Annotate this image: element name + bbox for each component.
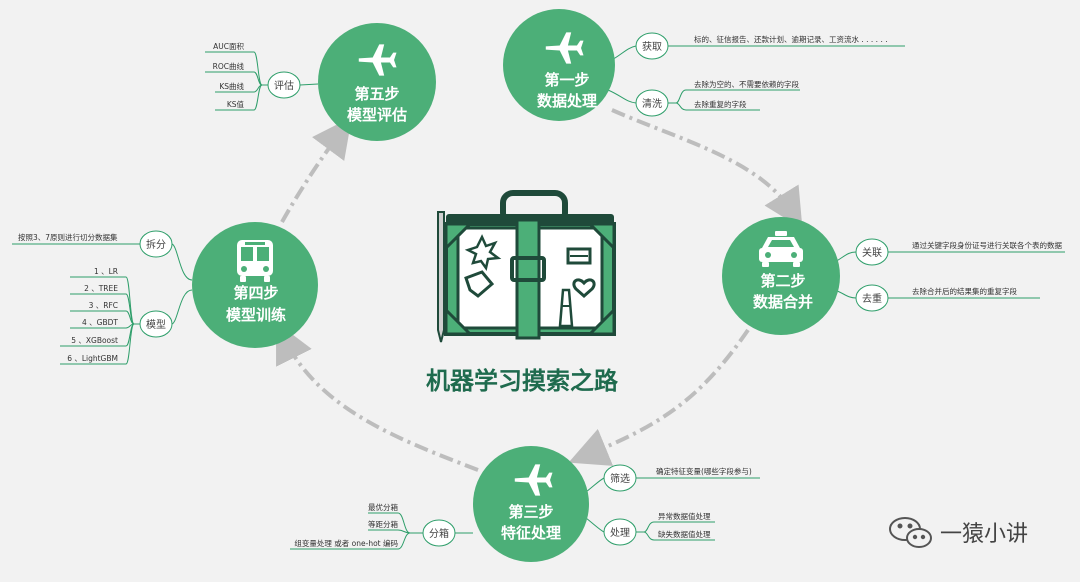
step1-branch-acquire-label: 获取 bbox=[642, 41, 662, 53]
step4-leaf-split: 按照3、7原则进行切分数据集 bbox=[18, 232, 118, 242]
wechat-icon bbox=[890, 518, 931, 547]
step4-subtitle: 模型训练 bbox=[226, 306, 286, 324]
step4-leaf-lightgbm: 6 、LightGBM bbox=[67, 354, 118, 363]
arrow-step1-to-step2 bbox=[612, 110, 792, 212]
bus-icon bbox=[237, 240, 273, 282]
arrow-step3-to-step4 bbox=[285, 340, 478, 470]
step2-branch-join-label: 关联 bbox=[862, 246, 882, 259]
step2-leaf-join: 通过关键字段身份证号进行关联各个表的数据 bbox=[912, 240, 1062, 250]
step2-branch-dedupe-label: 去重 bbox=[862, 292, 882, 305]
step4-leaf-gbdt: 4 、GBDT bbox=[82, 318, 118, 327]
step5-title: 第五步 bbox=[354, 85, 399, 103]
step4-leaf-lr: 1 、LR bbox=[94, 267, 118, 276]
step2-leaf-dedupe: 去除合并后的结果集的重复字段 bbox=[912, 286, 1017, 296]
step3-branch-binning-label: 分箱 bbox=[429, 527, 449, 540]
step5-subtitle: 模型评估 bbox=[347, 106, 407, 124]
step1-title: 第一步 bbox=[544, 71, 589, 89]
step5-branch-evaluate-label: 评估 bbox=[274, 79, 294, 92]
step5-leaf-auc: AUC面积 bbox=[213, 41, 244, 51]
step4-leaf-rfc: 3 、RFC bbox=[89, 301, 118, 310]
step4-title: 第四步 bbox=[233, 284, 278, 302]
step5-leaf-roc: ROC曲线 bbox=[213, 61, 245, 71]
step5-branches bbox=[205, 52, 318, 110]
step3-leaf-missing: 缺失数据值处理 bbox=[658, 529, 711, 539]
step3-subtitle: 特征处理 bbox=[501, 524, 561, 542]
step2-subtitle: 数据合并 bbox=[753, 293, 813, 311]
step2-title: 第二步 bbox=[760, 272, 805, 290]
step4-leaf-xgboost: 5 、XGBoost bbox=[71, 336, 118, 345]
step3-branch-select-label: 筛选 bbox=[610, 472, 630, 485]
step4-leaf-tree: 2 、TREE bbox=[84, 284, 118, 293]
step3-leaf-onehot: 组变量处理 或者 one-hot 编码 bbox=[294, 538, 398, 548]
step5-leaf-ks-curve: KS曲线 bbox=[219, 81, 244, 91]
step3-title: 第三步 bbox=[508, 503, 553, 521]
step3-leaf-outliers: 异常数据值处理 bbox=[658, 511, 711, 521]
step1-subtitle: 数据处理 bbox=[537, 92, 597, 110]
step3-leaf-optimal-bins: 最优分箱 bbox=[368, 502, 398, 512]
step3-leaf-features: 确定特征变量(哪些字段参与) bbox=[656, 466, 752, 476]
step1-leaf-drop-dup: 去除重复的字段 bbox=[694, 99, 747, 109]
step1-leaf-sources: 标的、征信报告、还款计划、逾期记录、工资流水 . . . . . . bbox=[694, 34, 888, 44]
page-title: 机器学习摸索之路 bbox=[426, 367, 619, 395]
arrow-step4-to-step5 bbox=[282, 133, 340, 222]
step4-branch-models-label: 模型 bbox=[146, 318, 166, 331]
step5-leaf-ks-value: KS值 bbox=[227, 99, 245, 109]
step1-leaf-drop-empty: 去除为空的、不需要依赖的字段 bbox=[694, 79, 799, 89]
step4-branch-split-label: 拆分 bbox=[146, 238, 166, 251]
suitcase-icon bbox=[438, 193, 614, 342]
step1-branch-clean-label: 清洗 bbox=[642, 97, 662, 110]
brand-name: 一猿小讲 bbox=[940, 522, 1028, 547]
step3-branch-process-label: 处理 bbox=[610, 527, 630, 539]
step3-leaf-equal-bins: 等距分箱 bbox=[368, 519, 398, 529]
